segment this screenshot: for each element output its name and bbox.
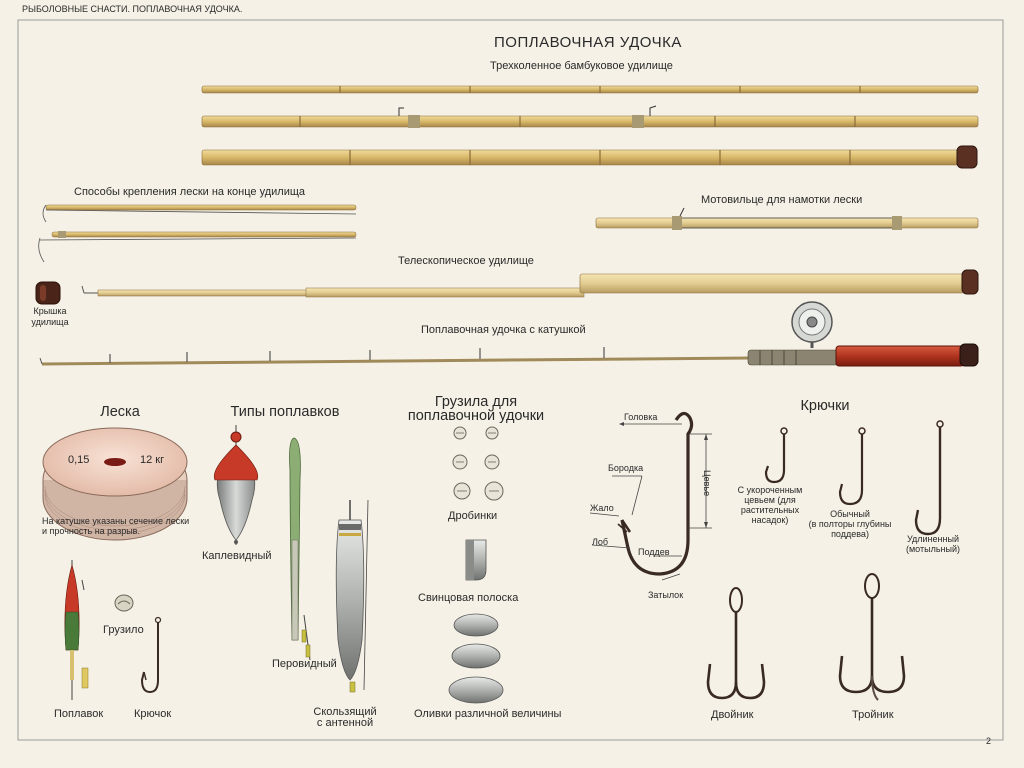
line-winder-label: Мотовильце для намотки лески bbox=[701, 194, 863, 206]
attachment-rod-top bbox=[45, 204, 357, 211]
hook-short-shank bbox=[764, 427, 788, 484]
spool-caption-line1: На катушке указаны сечение лески bbox=[42, 516, 190, 526]
sinkers-title-line1: Грузила для bbox=[434, 394, 518, 410]
rod-cap-label-line1: Крышка bbox=[33, 306, 67, 316]
normal-hook-label-line3: поддева) bbox=[831, 529, 869, 539]
reel bbox=[791, 301, 833, 348]
split-shot-label: Грузило bbox=[103, 624, 144, 636]
simple-float bbox=[64, 560, 89, 700]
spool-line-section: 0,15 bbox=[68, 454, 90, 466]
reel-rod-handle bbox=[835, 345, 965, 367]
simple-hook-label: Крючок bbox=[134, 708, 172, 720]
reel-rod bbox=[39, 301, 979, 367]
sliding-float-label-line2: с антенной bbox=[316, 717, 374, 729]
hook-part-gap: Поддев bbox=[638, 547, 670, 557]
plate-frame bbox=[17, 19, 1004, 741]
bamboo-rod-label: Трехколенное бамбуковое удилище bbox=[490, 60, 673, 72]
bamboo-rod-middle-section bbox=[201, 115, 979, 128]
split-shot bbox=[114, 594, 134, 612]
olive-sinkers-label: Оливки различной величины bbox=[414, 708, 562, 720]
reel-rod-label: Поплавочная удочка с катушкой bbox=[421, 324, 586, 336]
line-section-title: Леска bbox=[100, 404, 140, 420]
hook-part-eye: Головка bbox=[624, 412, 658, 422]
hook-long-shank bbox=[914, 420, 944, 536]
bamboo-rod-tip-section bbox=[201, 85, 979, 94]
rod-cap-shape bbox=[35, 281, 61, 305]
page-number: 2 bbox=[986, 736, 992, 746]
bamboo-rod-butt-cap bbox=[956, 145, 978, 169]
line-spool bbox=[42, 427, 188, 541]
olive-sinkers bbox=[448, 613, 504, 704]
double-hook bbox=[706, 587, 766, 700]
reel-rod-guides bbox=[109, 347, 605, 363]
feather-float bbox=[289, 437, 311, 661]
hook-part-back: Затылок bbox=[648, 590, 684, 600]
rod-cap bbox=[35, 281, 61, 305]
normal-hook-label-line2: (в полторы глубины bbox=[808, 519, 892, 529]
sinkers-title-line2: поплавочной удочки bbox=[407, 408, 545, 424]
normal-hook-label-line1: Обычный bbox=[830, 509, 870, 519]
double-hook-label: Двойник bbox=[711, 709, 754, 721]
spool-caption-line2: и прочность на разрыв. bbox=[42, 526, 140, 536]
drop-float-label: Каплевидный bbox=[202, 550, 272, 562]
feather-float-label: Перовидный bbox=[272, 658, 337, 670]
hook-part-shank: Цевье bbox=[702, 470, 712, 497]
bamboo-rod-ferrule-right bbox=[632, 115, 644, 128]
simple-float-label: Поплавок bbox=[54, 708, 104, 720]
hook-normal bbox=[838, 427, 866, 506]
treble-hook bbox=[838, 573, 906, 701]
plate-title: ПОПЛАВОЧНАЯ УДОЧКА bbox=[494, 34, 682, 51]
bamboo-rod-butt-section bbox=[201, 149, 963, 166]
attachment-rod-bottom bbox=[51, 231, 357, 238]
hook-part-point: Жало bbox=[590, 503, 614, 513]
treble-hook-label: Тройник bbox=[852, 709, 894, 721]
sliding-float-label-line1: Скользящий bbox=[313, 706, 377, 718]
short-hook-label-line2: цевьем (для bbox=[744, 495, 796, 505]
lead-strip bbox=[465, 539, 487, 581]
short-hook-label-line1: С укороченным bbox=[737, 485, 803, 495]
long-hook-label-line1: Удлиненный bbox=[907, 534, 959, 544]
shot-sinkers-label: Дробинки bbox=[448, 510, 498, 522]
lead-strip-label: Свинцовая полоска bbox=[418, 592, 519, 604]
simple-hook bbox=[140, 616, 162, 694]
line-attachment-label: Способы крепления лески на конце удилища bbox=[74, 186, 305, 198]
rod-cap-label-line2: удилища bbox=[31, 317, 69, 327]
reel-rod-grip bbox=[747, 349, 839, 366]
hook-part-bend-front: Лоб bbox=[592, 537, 609, 547]
bamboo-rod-ferrule-left bbox=[408, 115, 420, 128]
spool-line-strength: 12 кг bbox=[140, 454, 165, 466]
long-hook-label-line2: (мотыльный) bbox=[906, 544, 960, 554]
telescopic-rod-label: Телескопическое удилище bbox=[398, 255, 534, 267]
short-hook-label-line4: насадок) bbox=[751, 515, 789, 525]
bamboo-rod bbox=[201, 85, 979, 169]
hooks-title: Крючки bbox=[800, 398, 850, 414]
line-attachment-rods bbox=[38, 204, 357, 263]
hook-part-barb: Бородка bbox=[608, 463, 644, 473]
floats-title: Типы поплавков bbox=[230, 404, 340, 420]
drop-float bbox=[213, 425, 259, 545]
hook-anatomy bbox=[589, 411, 712, 581]
sliding-float bbox=[335, 499, 369, 693]
line-winder-stick bbox=[595, 217, 979, 229]
header-caption: РЫБОЛОВНЫЕ СНАСТИ. ПОПЛАВОЧНАЯ УДОЧКА. bbox=[22, 4, 243, 14]
short-hook-label-line3: растительных bbox=[740, 505, 800, 515]
line-winder bbox=[595, 207, 979, 230]
shot-sinkers bbox=[452, 426, 504, 501]
telescopic-rod bbox=[81, 269, 979, 298]
